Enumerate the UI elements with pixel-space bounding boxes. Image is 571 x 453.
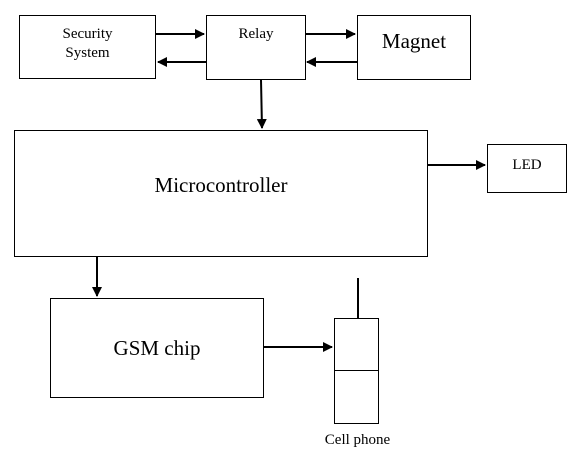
microcontroller-block: Microcontroller (14, 130, 428, 257)
security-system-label-line2: System (65, 45, 110, 61)
relay-label: Relay (238, 26, 274, 42)
gsm-chip-label: GSM chip (113, 336, 201, 360)
led-label: LED (512, 157, 542, 173)
cell-phone-divider (335, 370, 378, 371)
gsm-chip-block: GSM chip (50, 298, 264, 398)
security-system-label: Security System (20, 25, 155, 63)
cell-phone-block (334, 318, 379, 424)
security-system-label-line1: Security (62, 26, 113, 42)
magnet-block: Magnet (357, 15, 471, 80)
led-block: LED (487, 144, 567, 193)
arrow-relay-to-microcontroller (256, 79, 267, 129)
security-system-block: Security System (19, 15, 156, 79)
cell-phone-label: Cell phone (324, 432, 391, 448)
magnet-label: Magnet (381, 29, 447, 53)
relay-block: Relay (206, 15, 306, 80)
microcontroller-label: Microcontroller (154, 173, 288, 197)
